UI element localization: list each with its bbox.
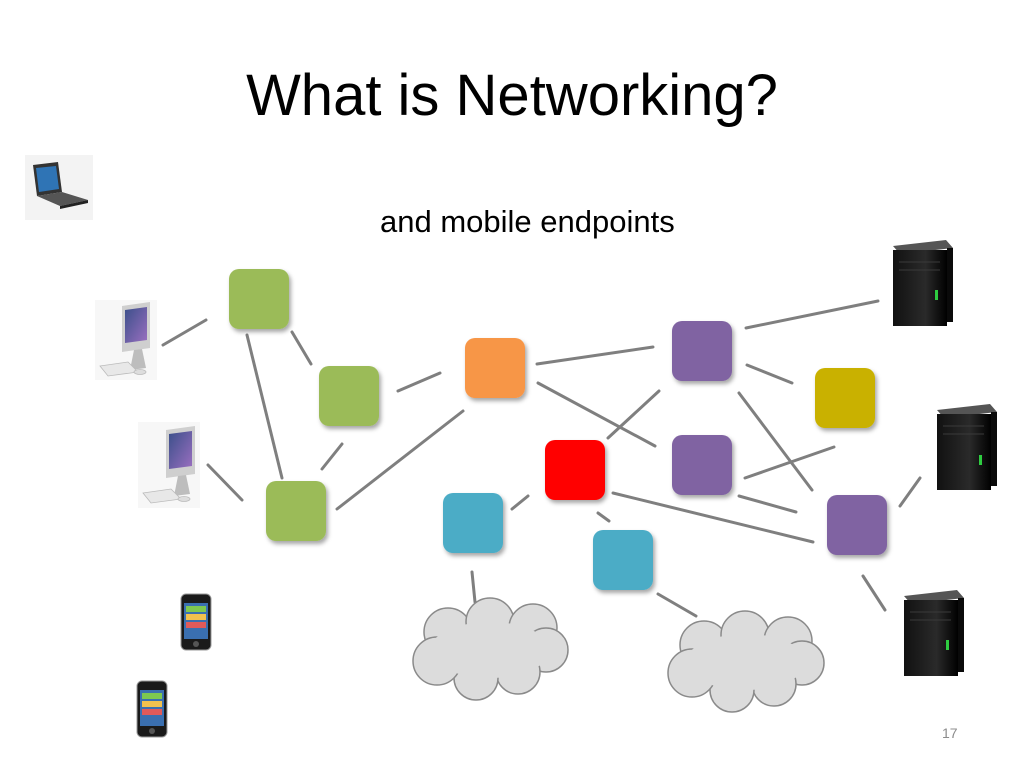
server-icon: [904, 590, 964, 676]
network-node-gold: [815, 368, 875, 428]
server-icon: [937, 404, 997, 490]
network-node-blue: [593, 530, 653, 590]
network-node-green: [319, 366, 379, 426]
cloud-icon: [667, 610, 825, 713]
network-node-purple: [672, 435, 732, 495]
link: [744, 299, 880, 330]
network-node-green: [266, 481, 326, 541]
link: [396, 371, 442, 393]
link: [898, 476, 922, 508]
smartphone-icon: [180, 593, 212, 651]
page-number: 17: [942, 725, 958, 741]
link: [206, 463, 244, 502]
link: [470, 570, 477, 604]
link: [737, 494, 798, 514]
link: [745, 363, 794, 385]
network-node-blue: [443, 493, 503, 553]
link: [596, 511, 611, 523]
slide-subtitle: and mobile endpoints: [380, 204, 675, 239]
desktop-computer-icon: [138, 422, 200, 508]
network-node-purple: [827, 495, 887, 555]
link: [161, 318, 208, 347]
link: [611, 491, 815, 544]
link: [656, 592, 698, 618]
link: [737, 391, 814, 492]
link: [320, 442, 344, 471]
link: [290, 330, 313, 366]
laptop-icon: [25, 155, 93, 220]
link: [245, 333, 284, 480]
cloud-icon: [412, 597, 569, 701]
link: [510, 494, 530, 511]
link: [335, 409, 465, 511]
network-node-red: [545, 440, 605, 500]
link: [535, 345, 655, 366]
link: [861, 574, 887, 612]
smartphone-icon: [136, 680, 168, 738]
network-node-orange: [465, 338, 525, 398]
link: [743, 445, 836, 480]
link: [536, 381, 657, 448]
network-node-green: [229, 269, 289, 329]
server-icon: [893, 240, 953, 326]
link: [606, 389, 661, 440]
slide-title: What is Networking?: [246, 63, 778, 128]
desktop-computer-icon: [95, 300, 157, 380]
links: [161, 299, 922, 618]
network-node-purple: [672, 321, 732, 381]
